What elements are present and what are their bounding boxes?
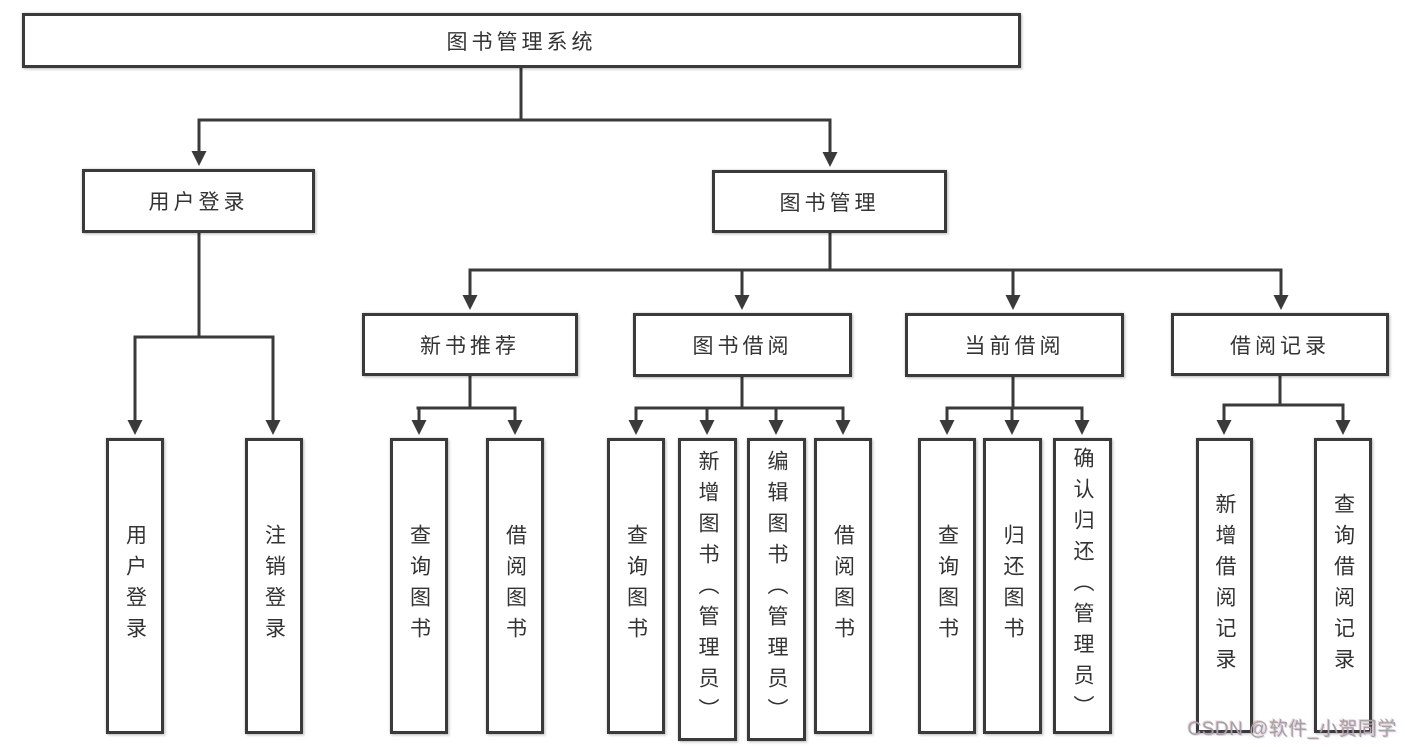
leaf-add-book-admin-label: 新增图书（管理员） [696, 450, 719, 729]
leaf-add-borrow-record-label: 新增借阅记录 [1213, 492, 1236, 679]
leaf-borrow-books-2: 借阅图书 [814, 438, 872, 734]
leaf-add-borrow-record: 新增借阅记录 [1196, 438, 1253, 733]
node-root: 图书管理系统 [22, 13, 1021, 68]
leaf-return-book: 归还图书 [983, 438, 1042, 734]
leaf-query-books-3: 查询图书 [918, 438, 976, 734]
node-book-management: 图书管理 [712, 170, 947, 233]
leaf-edit-book-admin-label: 编辑图书（管理员） [765, 450, 788, 729]
leaf-confirm-return-admin-label: 确认归还（管理员） [1071, 446, 1094, 726]
leaf-edit-book-admin: 编辑图书（管理员） [747, 438, 806, 741]
leaf-logout-label: 注销登录 [262, 524, 286, 648]
watermark: CSDN @软件_小贺同学 [1187, 719, 1397, 740]
leaf-user-login-label: 用户登录 [123, 524, 147, 648]
node-current-borrow-label: 当前借阅 [964, 335, 1065, 358]
leaf-user-login: 用户登录 [106, 438, 164, 734]
leaf-query-books-2: 查询图书 [607, 438, 665, 734]
leaf-borrow-books-1: 借阅图书 [486, 438, 544, 734]
leaf-logout: 注销登录 [245, 438, 303, 734]
leaf-return-book-label: 归还图书 [1001, 524, 1024, 648]
leaf-confirm-return-admin: 确认归还（管理员） [1053, 438, 1112, 734]
leaf-query-books-1: 查询图书 [390, 438, 448, 734]
node-borrow-records: 借阅记录 [1171, 313, 1389, 376]
leaf-borrow-books-1-label: 借阅图书 [503, 524, 527, 648]
leaf-query-borrow-record-label: 查询借阅记录 [1331, 492, 1355, 679]
node-borrow-records-label: 借阅记录 [1230, 334, 1330, 358]
leaf-add-book-admin: 新增图书（管理员） [678, 438, 737, 741]
node-new-book-recommend: 新书推荐 [362, 313, 578, 376]
node-current-borrow: 当前借阅 [905, 313, 1124, 377]
node-user-login: 用户登录 [82, 169, 315, 233]
node-user-login-label: 用户登录 [148, 191, 249, 214]
leaf-query-books-3-label: 查询图书 [935, 524, 959, 648]
leaf-query-books-1-label: 查询图书 [407, 524, 431, 648]
node-new-book-recommend-label: 新书推荐 [420, 334, 520, 358]
node-book-management-label: 图书管理 [779, 191, 880, 215]
leaf-query-borrow-record: 查询借阅记录 [1314, 438, 1372, 733]
leaf-borrow-books-2-label: 借阅图书 [831, 524, 855, 648]
node-book-borrow-label: 图书借阅 [692, 335, 793, 358]
node-root-label: 图书管理系统 [446, 30, 597, 54]
node-book-borrow: 图书借阅 [633, 313, 852, 377]
leaf-query-books-2-label: 查询图书 [624, 524, 648, 648]
